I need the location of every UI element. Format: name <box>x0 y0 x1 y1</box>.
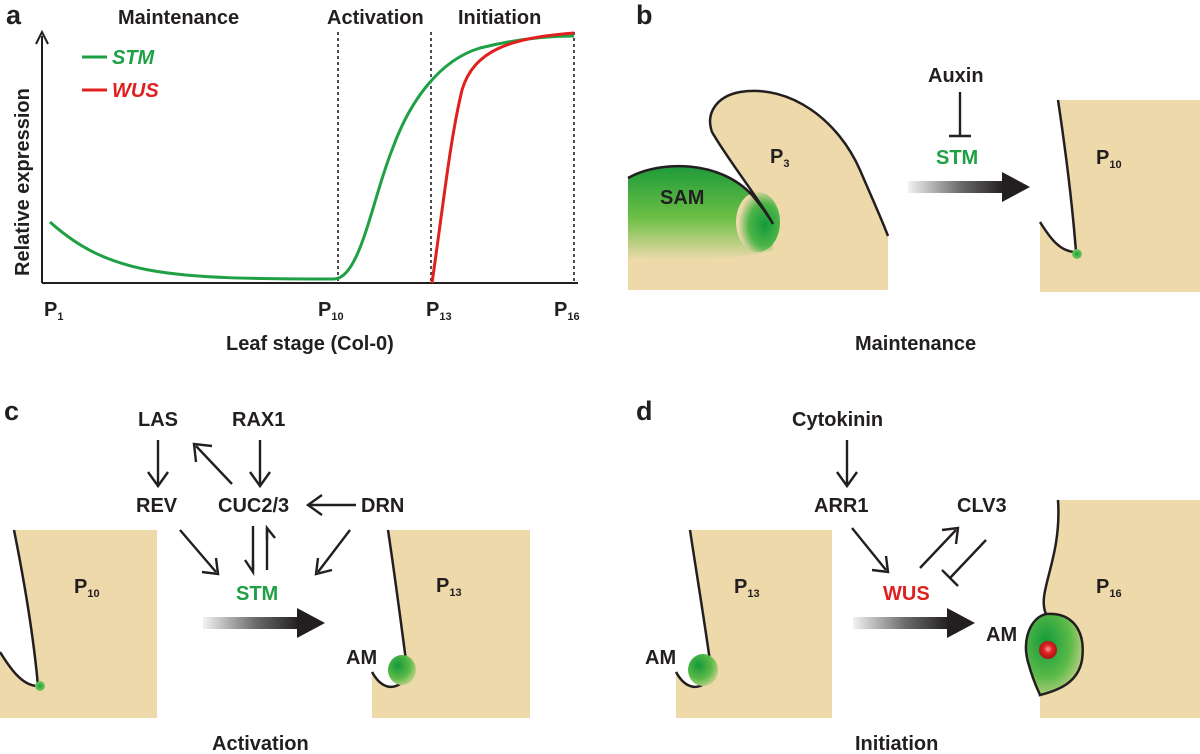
transition-arrow-shaft-b <box>908 181 1004 193</box>
stm-expression-spot <box>736 192 780 252</box>
transition-arrow-shaft-c <box>203 617 299 629</box>
tick-label-p1: P1 <box>44 299 63 323</box>
am-label-d-right: AM <box>986 624 1017 646</box>
tick-label-p10: P10 <box>318 299 344 323</box>
node-wus: WUS <box>883 583 930 605</box>
edge-cuc-las <box>195 445 233 485</box>
p13-tissue-d <box>676 530 832 718</box>
node-rax1: RAX1 <box>232 409 285 431</box>
stm-label-b: STM <box>936 147 978 169</box>
edge-wus-clv3 <box>919 529 957 569</box>
p13-tissue-c <box>372 530 530 718</box>
edge-arr1-wus <box>851 527 887 571</box>
stm-series-line <box>48 34 575 281</box>
p3-label: P3 <box>770 146 789 170</box>
transition-arrow-head-c <box>297 608 325 638</box>
auxin-label: Auxin <box>928 65 984 87</box>
edge-drn-stm <box>317 529 351 573</box>
legend-stm-label: STM <box>112 47 156 69</box>
am-domain-d-left <box>688 654 718 686</box>
panel-b-letter: b <box>636 0 653 30</box>
phase-label-initiation: Initiation <box>458 7 541 29</box>
p10-label-b: P10 <box>1096 147 1122 171</box>
am-domain-c <box>388 655 416 685</box>
edge-arr1-wus-head <box>871 555 890 574</box>
transition-arrow-head-d <box>947 608 975 638</box>
am-dot-c <box>35 681 45 691</box>
edge-clv3-wus-bar <box>941 569 959 587</box>
node-stm: STM <box>236 583 278 605</box>
edge-rev-stm-head <box>201 557 220 576</box>
y-axis-label: Relative expression <box>12 88 34 276</box>
panel-a: a Maintenance Activation Initiation Rela… <box>6 0 580 355</box>
node-clv3: CLV3 <box>957 495 1007 517</box>
edge-cuc-stm-head <box>244 559 255 576</box>
p16-tissue-d <box>1040 500 1200 718</box>
edge-cuc-las-head <box>192 442 213 463</box>
am-label-d-left: AM <box>645 647 676 669</box>
edge-cytokinin-arr1-head <box>836 471 858 489</box>
node-cytokinin: Cytokinin <box>792 409 883 431</box>
edge-wus-clv3-head <box>941 526 960 545</box>
caption-activation: Activation <box>212 733 309 754</box>
panel-c: c LAS RAX1 REV CUC2/3 DRN STM <box>0 396 530 754</box>
edge-drn-stm-head <box>314 557 333 576</box>
p13-label-d: P13 <box>734 576 760 600</box>
node-cuc: CUC2/3 <box>218 495 289 517</box>
panel-a-letter: a <box>6 0 22 30</box>
p10-outline-c <box>0 529 40 688</box>
am-label-c: AM <box>346 647 377 669</box>
node-rev: REV <box>136 495 178 517</box>
p10-outline-b <box>1038 99 1078 254</box>
p16-outline-d <box>1024 499 1084 697</box>
y-axis-arrowhead <box>35 29 49 45</box>
caption-initiation: Initiation <box>855 733 938 754</box>
edge-drn-cuc-head <box>305 494 323 516</box>
p10-tissue-c <box>0 530 157 718</box>
wus-expression-spot <box>1039 641 1057 659</box>
panel-d-letter: d <box>636 396 653 426</box>
p10-label-c: P10 <box>74 576 100 600</box>
edge-las-rev-head <box>147 471 169 489</box>
node-drn: DRN <box>361 495 404 517</box>
edge-rev-stm <box>179 529 217 573</box>
phase-label-activation: Activation <box>327 7 424 29</box>
edge-rax1-cuc-head <box>249 471 271 489</box>
p10-tissue-b <box>1040 100 1200 292</box>
sam-p3-outline <box>627 89 890 237</box>
am-dot-b <box>1072 249 1082 259</box>
phase-label-maintenance: Maintenance <box>118 7 239 29</box>
panel-c-letter: c <box>4 396 19 426</box>
transition-arrow-shaft-d <box>853 617 949 629</box>
transition-arrow-head-b <box>1002 172 1030 202</box>
node-arr1: ARR1 <box>814 495 868 517</box>
panel-d: d Cytokinin ARR1 CLV3 WUS P13 AM P16 AM <box>636 396 1200 754</box>
legend-wus-label: WUS <box>112 80 159 102</box>
p16-label-d: P16 <box>1096 576 1122 600</box>
edge-stm-cuc-head <box>265 524 276 540</box>
sam-expression-domain <box>628 166 773 260</box>
panel-b: b SAM P3 Auxin STM P10 Maintenance <box>627 0 1200 355</box>
tick-label-p13: P13 <box>426 299 452 323</box>
x-axis-label: Leaf stage (Col-0) <box>226 333 394 355</box>
wus-series-line <box>430 31 575 284</box>
edge-clv3-wus <box>949 539 987 579</box>
caption-maintenance: Maintenance <box>855 333 976 355</box>
sam-label: SAM <box>660 187 704 209</box>
p13-label-c: P13 <box>436 575 462 599</box>
tick-label-p16: P16 <box>554 299 580 323</box>
node-las: LAS <box>138 409 178 431</box>
